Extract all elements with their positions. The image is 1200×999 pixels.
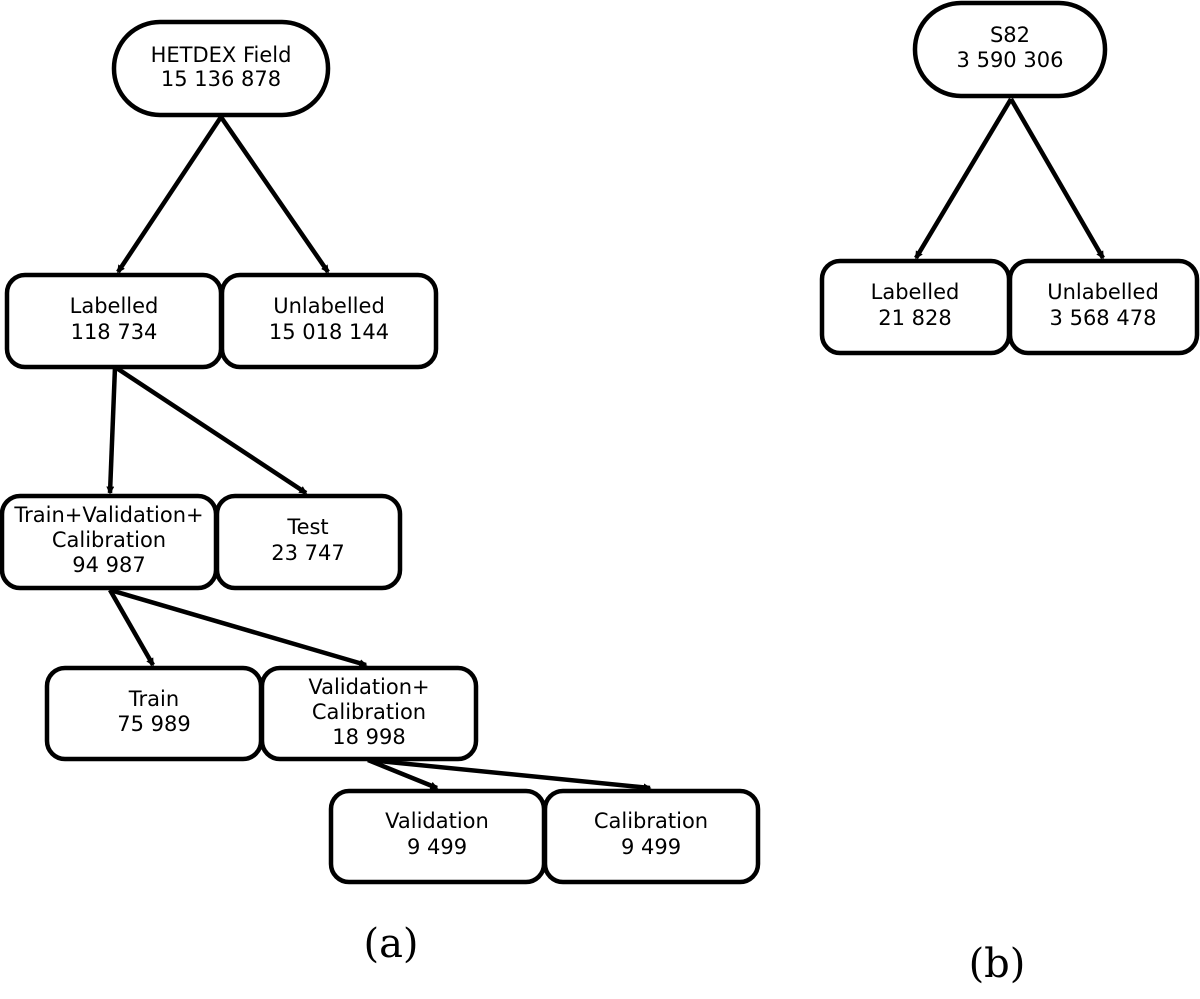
node-train-count: 75 989 bbox=[117, 712, 190, 736]
edge-s82-to-unlabelled bbox=[1009, 97, 1105, 260]
node-test-title: Test bbox=[286, 515, 328, 539]
node-train-validation-calibration: Train+Validation+ Calibration 94 987 bbox=[0, 493, 219, 591]
node-validation-calibration-title-line1: Validation+ bbox=[308, 675, 429, 699]
node-unlabelled-a-title: Unlabelled bbox=[273, 294, 385, 318]
node-calibration: Calibration 9 499 bbox=[542, 788, 761, 885]
edge-hetdex-to-labelled bbox=[116, 115, 223, 274]
caption-a: (a) bbox=[363, 921, 418, 967]
node-labelled-a-count: 118 734 bbox=[71, 320, 158, 344]
node-unlabelled-a: Unlabelled 15 018 144 bbox=[219, 272, 439, 370]
node-validation: Validation 9 499 bbox=[328, 788, 547, 885]
node-validation-title: Validation bbox=[385, 809, 489, 833]
edge-labelled-to-test bbox=[113, 365, 308, 495]
node-test-count: 23 747 bbox=[271, 541, 344, 565]
edge-valcal-to-validation bbox=[367, 757, 439, 791]
edge-hetdex-to-unlabelled bbox=[219, 115, 330, 274]
edge-s82-to-labelled bbox=[914, 97, 1013, 260]
node-unlabelled-b-title: Unlabelled bbox=[1047, 280, 1159, 304]
panel-b-edges bbox=[914, 97, 1105, 260]
node-validation-calibration-count: 18 998 bbox=[332, 725, 405, 749]
caption-b: (b) bbox=[969, 941, 1026, 987]
node-labelled-a-title: Labelled bbox=[70, 294, 159, 318]
node-validation-calibration: Validation+ Calibration 18 998 bbox=[259, 665, 479, 762]
node-train-validation-calibration-title-line1: Train+Validation+ bbox=[13, 503, 203, 527]
node-hetdex-field-count: 15 136 878 bbox=[161, 67, 281, 91]
node-validation-count: 9 499 bbox=[407, 835, 467, 859]
node-s82: S82 3 590 306 bbox=[912, 0, 1108, 99]
node-unlabelled-a-count: 15 018 144 bbox=[269, 320, 389, 344]
edge-labelled-to-trainvalcal bbox=[106, 366, 118, 495]
node-s82-title: S82 bbox=[990, 23, 1030, 47]
node-labelled-b-title: Labelled bbox=[871, 280, 960, 304]
panel-a-edges bbox=[106, 115, 652, 792]
node-hetdex-field-title: HETDEX Field bbox=[151, 43, 292, 67]
node-train-validation-calibration-title-line2: Calibration bbox=[52, 528, 166, 552]
node-s82-count: 3 590 306 bbox=[957, 48, 1064, 72]
node-test: Test 23 747 bbox=[214, 493, 403, 591]
edge-valcal-to-calibration bbox=[367, 757, 652, 792]
node-hetdex-field: HETDEX Field 15 136 878 bbox=[111, 19, 331, 118]
node-unlabelled-b: Unlabelled 3 568 478 bbox=[1007, 258, 1200, 356]
node-calibration-title: Calibration bbox=[594, 809, 708, 833]
node-labelled-b-count: 21 828 bbox=[878, 306, 951, 330]
edge-trainvalcal-to-train bbox=[108, 588, 155, 667]
node-calibration-count: 9 499 bbox=[621, 835, 681, 859]
node-train: Train 75 989 bbox=[44, 665, 264, 762]
node-labelled-a: Labelled 118 734 bbox=[4, 272, 224, 370]
node-train-title: Train bbox=[128, 687, 179, 711]
node-unlabelled-b-count: 3 568 478 bbox=[1050, 306, 1157, 330]
node-train-validation-calibration-count: 94 987 bbox=[72, 553, 145, 577]
node-labelled-b: Labelled 21 828 bbox=[819, 258, 1012, 356]
edge-trainvalcal-to-valcal bbox=[109, 587, 368, 668]
node-validation-calibration-title-line2: Calibration bbox=[312, 700, 426, 724]
